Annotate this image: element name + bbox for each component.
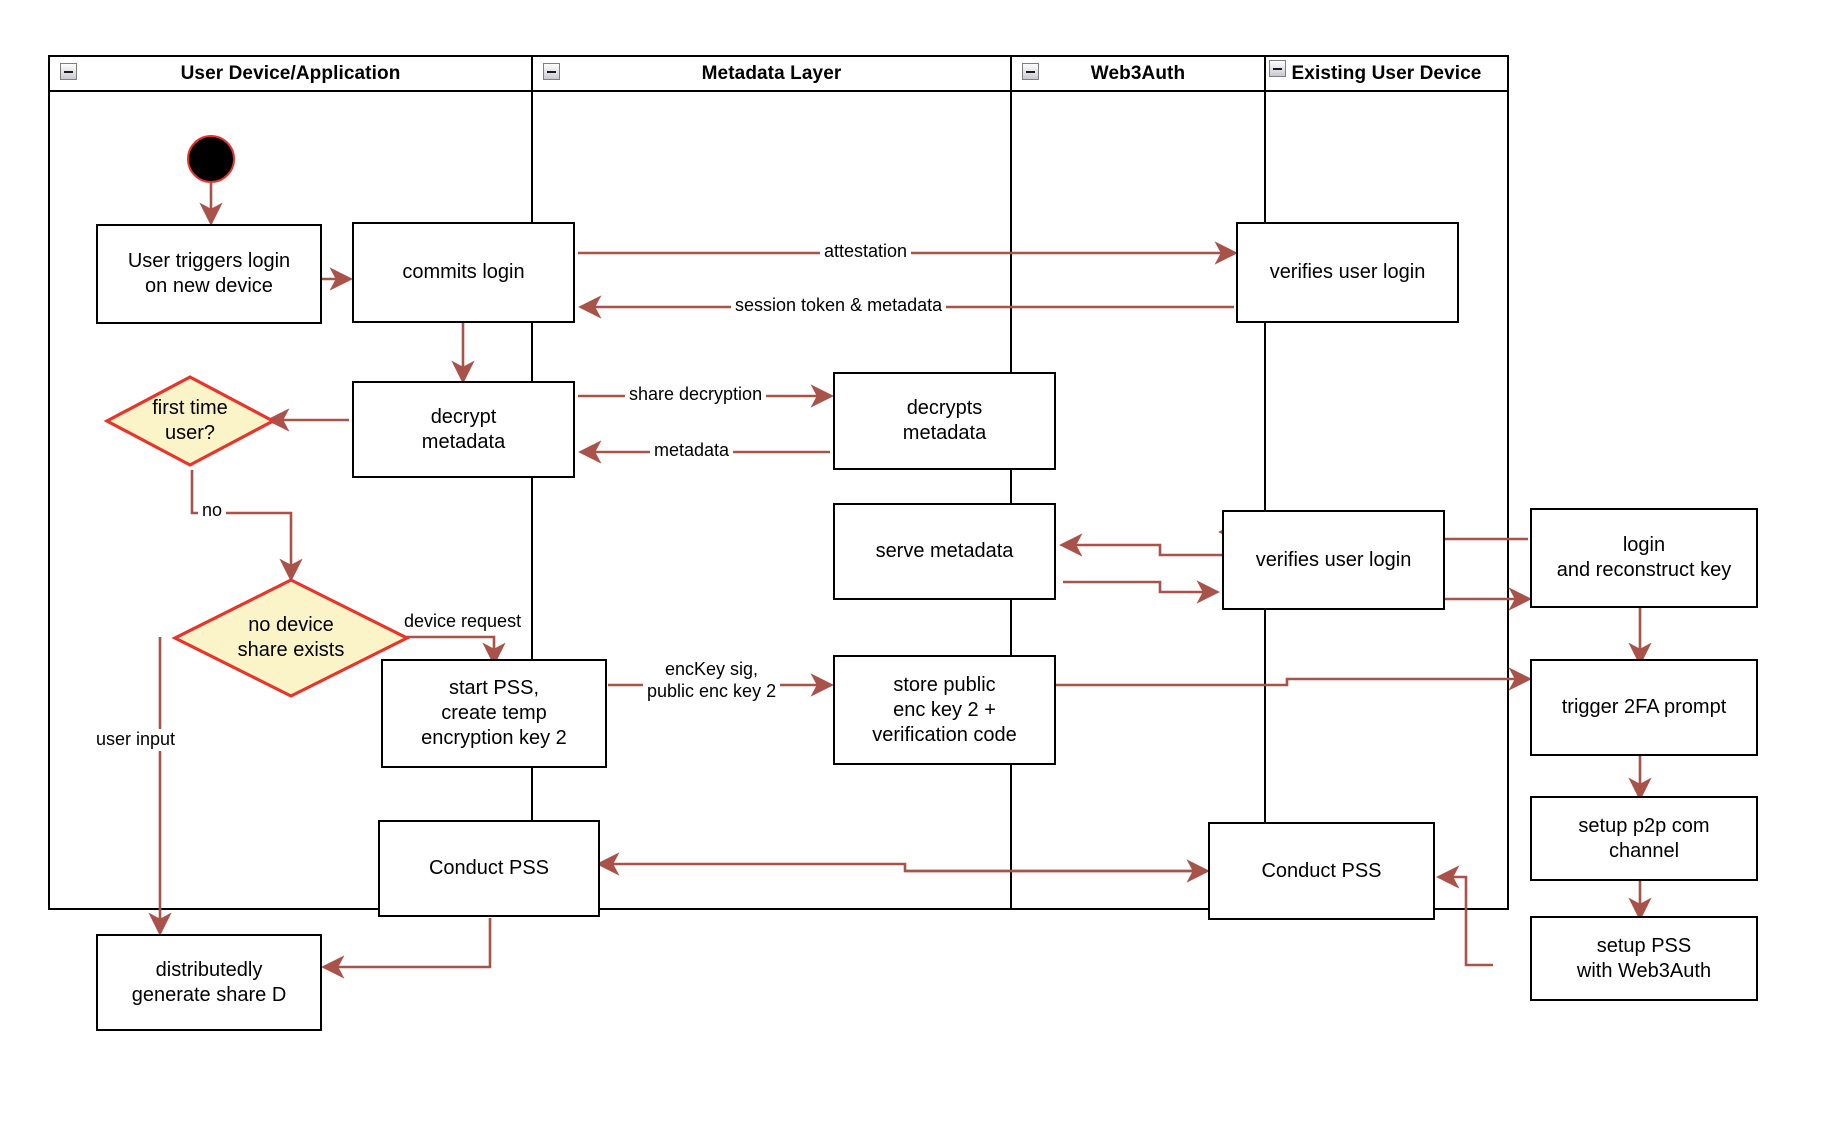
node-label: commits login [402,261,525,283]
lane-title-metadata: Metadata Layer [701,62,842,84]
node-label: decrypt metadata [421,405,506,453]
node-distributedly-generate-share-d[interactable]: distributedly generate share D [96,934,322,1031]
node-label: Conduct PSS [428,857,550,879]
node-decrypts-metadata[interactable]: decrypts metadata [833,372,1056,470]
node-label: first time user? [152,397,228,444]
lane-title-web3auth: Web3Auth [1090,62,1186,84]
node-trigger-2fa-prompt[interactable]: trigger 2FA prompt [1530,659,1758,756]
node-first-time-user[interactable]: first time user? [103,375,277,467]
node-commits-login[interactable]: commits login [352,222,575,323]
lane-body-existing-device [1266,92,1507,908]
node-label: User triggers login on new device [127,250,291,297]
edge-label-metadata: metadata [650,440,734,462]
lane-header-web3auth[interactable]: Web3Auth [1012,57,1266,92]
node-label: decrypts metadata [902,397,987,444]
node-login-and-reconstruct-key[interactable]: login and reconstruct key [1530,508,1758,608]
node-label: Conduct PSS [1261,859,1382,882]
minus-box-icon[interactable] [60,63,77,80]
minus-box-icon[interactable] [1269,60,1286,77]
lane-body-user-device [50,92,533,908]
node-label: verifies user login [1255,548,1412,571]
node-label: serve metadata [875,540,1014,562]
node-label: setup p2p com channel [1578,814,1710,862]
node-label: distributedly generate share D [131,958,287,1006]
edge-label-user-input: user input [92,729,180,751]
minus-box-icon[interactable] [543,63,560,80]
edge-label-device-request: device request [400,611,526,633]
node-label: start PSS, create temp encryption key 2 [421,677,567,749]
lane-header-existing-device[interactable]: Existing User Device [1266,57,1507,92]
lane-body-web3auth [1012,92,1266,908]
node-label: no device share exists [237,614,345,661]
node-verifies-user-login-2[interactable]: verifies user login [1222,510,1445,610]
node-label: login and reconstruct key [1556,534,1732,581]
node-conduct-pss-user[interactable]: Conduct PSS [378,820,600,917]
node-label: setup PSS with Web3Auth [1576,934,1712,982]
swimlane-frame [48,55,1509,910]
node-verifies-user-login-1[interactable]: verifies user login [1236,222,1459,323]
node-user-triggers-login[interactable]: User triggers login on new device [96,224,322,324]
node-store-public-enc-key[interactable]: store public enc key 2 + verification co… [833,655,1056,765]
node-conduct-pss-web3auth[interactable]: Conduct PSS [1208,822,1435,920]
edge-label-no: no [198,500,227,522]
node-setup-p2p-com-channel[interactable]: setup p2p com channel [1530,796,1758,881]
edge-conductpss-to-generate-share [321,918,492,979]
node-label: trigger 2FA prompt [1561,696,1727,718]
node-decrypt-metadata[interactable]: decrypt metadata [352,381,575,478]
lane-header-metadata[interactable]: Metadata Layer [533,57,1012,92]
diamond-shape [171,578,411,698]
node-label: verifies user login [1269,261,1426,283]
node-start-pss[interactable]: start PSS, create temp encryption key 2 [381,659,607,768]
edge-label-session-token: session token & metadata [731,295,947,317]
diamond-shape [103,375,277,467]
edge-label-attestation: attestation [820,241,912,263]
start-node [187,135,235,183]
lane-body-metadata [533,92,1012,908]
minus-box-icon[interactable] [1022,63,1039,80]
node-serve-metadata[interactable]: serve metadata [833,503,1056,600]
lane-header-user-device[interactable]: User Device/Application [50,57,533,92]
node-setup-pss-with-web3auth[interactable]: setup PSS with Web3Auth [1530,916,1758,1001]
node-label: store public enc key 2 + verification co… [872,673,1017,746]
lane-title-user-device: User Device/Application [180,62,401,84]
lane-title-existing-device: Existing User Device [1291,62,1482,84]
node-no-device-share-exists[interactable]: no device share exists [171,578,411,698]
edge-label-share-decryption: share decryption [625,384,767,406]
edge-label-enckey-sig: encKey sig, public enc key 2 [643,659,781,703]
